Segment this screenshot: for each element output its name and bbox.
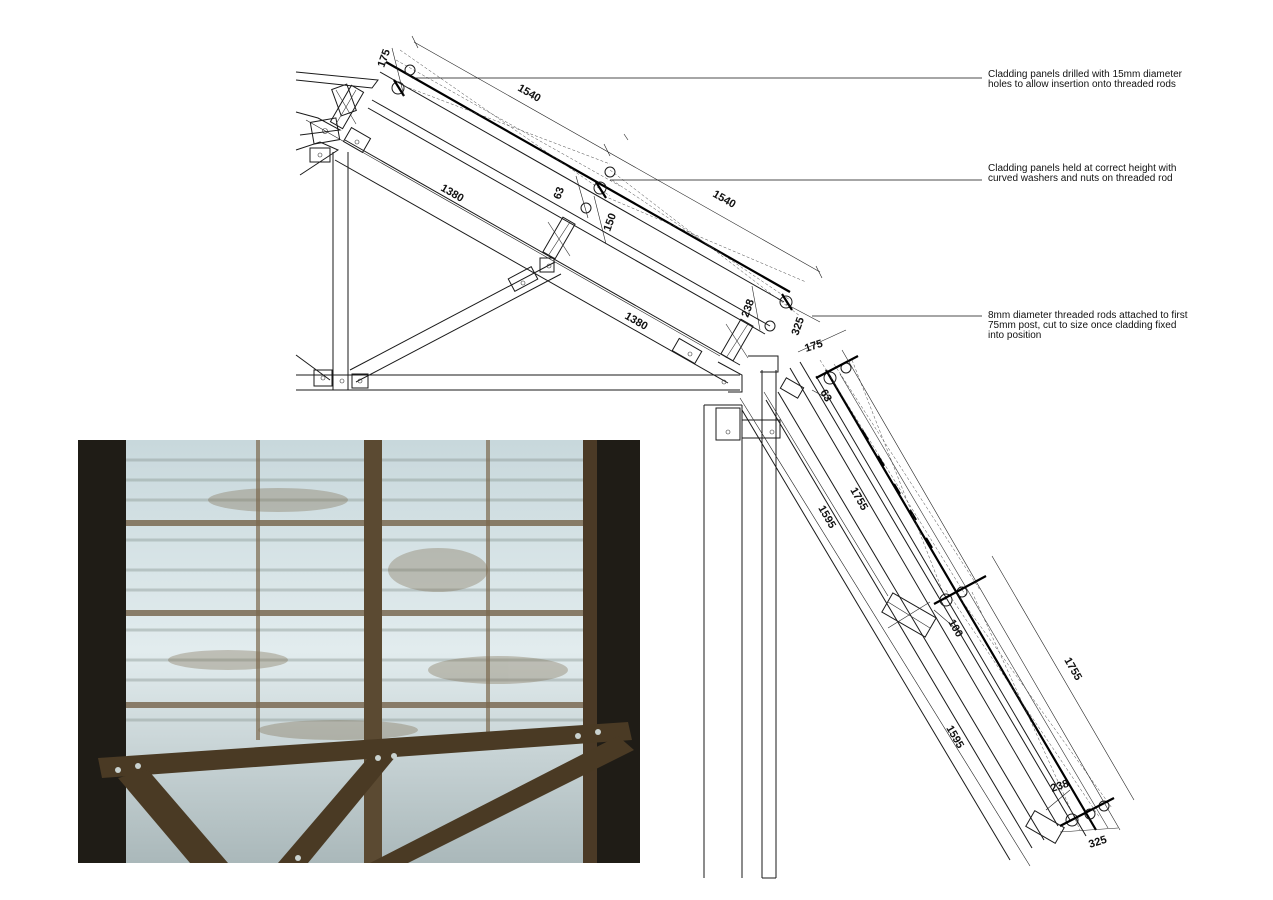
note-curved-washers-line2: curved washers and nuts on threaded rod (988, 173, 1173, 184)
wall-structure (703, 361, 1071, 879)
dim-roof-150: 150 (602, 212, 620, 233)
dim-roof-63: 63 (552, 185, 567, 201)
note-drilled-holes-line2: holes to allow insertion onto threaded r… (988, 79, 1176, 90)
dim-wall-325: 325 (1087, 834, 1108, 851)
dim-wall-1755-inner: 1755 (847, 486, 870, 513)
note-threaded-rods-line2: 75mm post, cut to size once cladding fix… (988, 320, 1177, 331)
wall-cladding (815, 355, 1115, 837)
dim-wall-1595-lower: 1595 (943, 724, 966, 751)
dim-wall-238: 238 (1049, 778, 1070, 795)
roof-underside-photo (78, 440, 640, 863)
roof-dimension-lines (305, 35, 823, 357)
dim-wall-1755-outer: 1755 (1061, 656, 1084, 683)
dim-wall-1595-upper: 1595 (815, 504, 838, 531)
note-curved-washers: Cladding panels held at correct height w… (988, 164, 1176, 184)
roof-cladding (379, 49, 807, 332)
dim-roof-175: 175 (376, 48, 394, 69)
note-threaded-rods-line1: 8mm diameter threaded rods attached to f… (988, 310, 1188, 321)
note-threaded-rods: 8mm diameter threaded rods attached to f… (988, 311, 1188, 341)
dim-roof-325: 325 (790, 316, 808, 337)
dim-roof-238: 238 (740, 298, 758, 319)
dim-wall-63: 63 (817, 388, 834, 405)
dim-roof-1540-lower: 1540 (711, 188, 738, 211)
note-drilled-holes-line1: Cladding panels drilled with 15mm diamet… (988, 69, 1182, 80)
note-drilled-holes: Cladding panels drilled with 15mm diamet… (988, 70, 1182, 90)
dim-wall-175: 175 (803, 338, 824, 355)
note-curved-washers-line1: Cladding panels held at correct height w… (988, 163, 1177, 174)
note-threaded-rods-line3: into position (988, 330, 1042, 341)
wall-dimension-lines (739, 329, 1135, 867)
dim-roof-1540-upper: 1540 (516, 82, 543, 105)
roof-structure (295, 71, 779, 393)
